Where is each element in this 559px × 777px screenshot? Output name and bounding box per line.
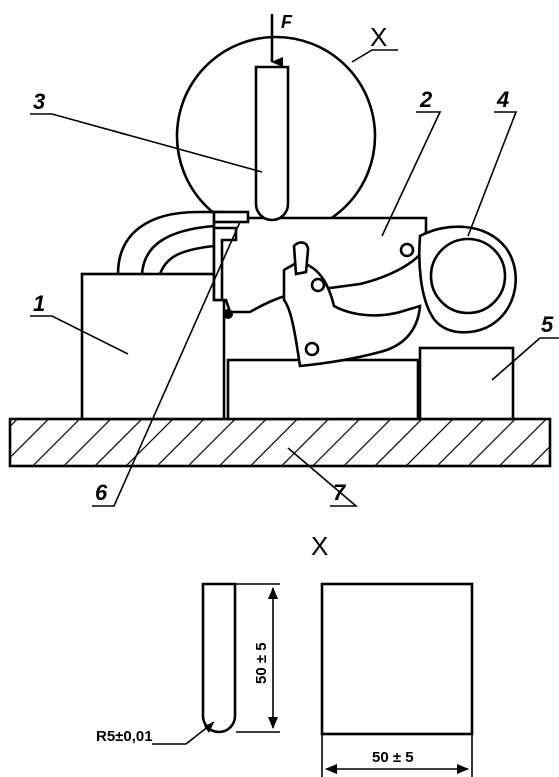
left-support-block [80, 272, 226, 421]
detail-square [320, 582, 474, 736]
lever-post [292, 241, 310, 276]
detail-marker: X [370, 22, 387, 52]
callout-3-leader [30, 113, 263, 173]
right-ring-inner [429, 237, 507, 315]
detail-striker [201, 582, 237, 734]
callout-4-leader [467, 111, 518, 237]
callout-1: 1 [33, 291, 45, 316]
callout-5-leader [491, 337, 559, 381]
pin-4 [223, 309, 233, 319]
callout-4: 4 [496, 87, 509, 112]
top-clip [212, 210, 250, 224]
detail-title: X [311, 531, 328, 561]
callout-2-leader [381, 111, 442, 237]
callout-3: 3 [33, 89, 45, 114]
striker [254, 65, 290, 222]
right-support-block [418, 346, 515, 421]
force-label: F [281, 12, 293, 32]
pin-1 [399, 242, 415, 258]
inner-bracket [212, 226, 238, 302]
pin-3 [304, 341, 320, 357]
callout-2: 2 [419, 87, 433, 112]
callout-5: 5 [541, 312, 554, 337]
detail-marker-leader [351, 49, 398, 63]
radius-arrowhead [204, 722, 214, 733]
specimen-left-loop [116, 210, 222, 275]
radius-leader [152, 721, 215, 745]
width-dim-text: 50 ± 5 [372, 749, 414, 766]
callout-6-leader [92, 221, 241, 507]
callout-7-leader [287, 447, 359, 507]
base-plate [8, 417, 552, 468]
middle-spacer-block [226, 358, 420, 421]
radius-label: R5±0,01 [96, 728, 153, 745]
pin-2 [310, 277, 326, 293]
height-dim-text: 50 ± 5 [253, 642, 270, 684]
callout-7: 7 [333, 480, 347, 505]
callout-6: 6 [95, 480, 108, 505]
callout-1-leader [30, 315, 129, 355]
